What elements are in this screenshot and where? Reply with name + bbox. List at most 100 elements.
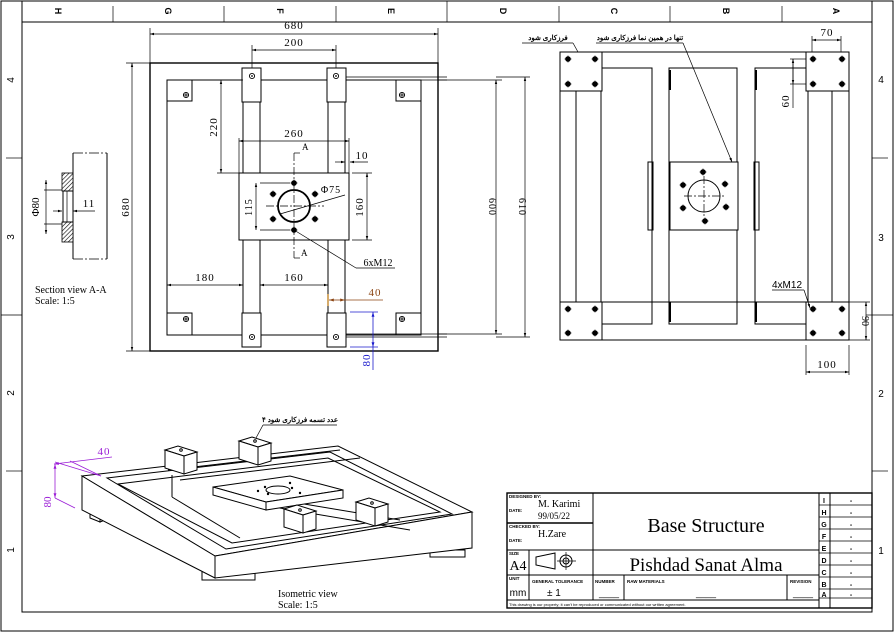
zone-label: G (163, 7, 173, 14)
tolerance-label: GENERAL TOLERANCE (532, 579, 583, 584)
dim-overall-height: 680 (120, 197, 132, 217)
rails (241, 67, 447, 348)
revision-table: I - H - G - F - E - D - C - B - A - (821, 498, 853, 599)
iso-dim-80: 80 (42, 496, 54, 508)
column-zone-ticks (112, 1, 783, 22)
revision-letter: H (821, 510, 826, 517)
front-dimension-labels: 680 200 680 220 260 10 Φ75 115 160 6xM12… (120, 20, 527, 367)
zone-label: 1 (6, 547, 17, 553)
revision-letter: A (821, 592, 826, 599)
dim-section-thickness: 11 (83, 198, 96, 210)
iso-view-scale: Scale: 1:5 (278, 600, 318, 611)
zone-label: H (53, 8, 63, 15)
zone-label: A (831, 8, 841, 15)
revision-value: - (850, 546, 853, 553)
row-zone-labels: 4 3 2 1 4 3 2 1 (6, 75, 884, 557)
company-name: Pishdad Sanat Alma (629, 555, 783, 576)
checked-date-label: DATE: (509, 538, 523, 543)
zone-label: 1 (878, 546, 884, 557)
checked-by-label: CHECKED BY: (509, 524, 540, 529)
revision-label: REVISION (790, 579, 812, 584)
corner-pads (166, 79, 422, 336)
top-center-plate (669, 161, 739, 231)
top-view: فرزکاری شود تنها در همین نما فرزکاری شود… (522, 27, 872, 375)
revision-letter: G (821, 522, 827, 529)
number-label: NUMBER (595, 579, 615, 584)
front-dimensions (126, 28, 530, 370)
revision-value: - (850, 558, 853, 565)
unit-value: mm (510, 588, 527, 599)
sheet-size: A4 (509, 559, 526, 574)
dim-rail-gap: 160 (284, 272, 304, 284)
top-corner-pads (559, 51, 850, 341)
dim-foot-width: 40 (369, 287, 382, 299)
revision-letter: D (821, 558, 826, 565)
dim-plate-width: 260 (284, 128, 304, 140)
design-date: 99/05/22 (538, 511, 570, 521)
zone-label: 3 (6, 234, 17, 240)
raw-materials-label: RAW MATERIALS (627, 579, 665, 584)
iso-view-title: Isometric view (278, 589, 338, 600)
zone-label: B (721, 8, 731, 15)
revision-value: - (850, 510, 853, 517)
zone-label: E (386, 8, 396, 14)
revision-letter: I (823, 498, 825, 505)
unit-label: UNIT (509, 576, 520, 581)
checked-by: H.Zare (538, 529, 567, 540)
revision-value: - (850, 534, 853, 541)
revision-value: - (850, 522, 853, 529)
note-weld: فرزکاری شود (528, 34, 567, 42)
section-marker-bottom: A (301, 248, 308, 258)
iso-blocks (163, 436, 390, 534)
zone-label: 4 (878, 75, 884, 86)
inner-frame (166, 79, 422, 336)
outer-frame (149, 62, 439, 352)
zone-label: 4 (6, 77, 17, 83)
zone-label: F (275, 8, 285, 14)
dim-inner-height: 600 (486, 198, 497, 216)
dim-bolt-span: 115 (244, 198, 255, 216)
dim-left-gap: 180 (195, 272, 215, 284)
section-view: Φ80 11 Section view A-A Scale: 1:5 (30, 152, 108, 307)
zone-label: 2 (6, 390, 17, 396)
bolt-callout-4xM12: 4xM12 (772, 280, 802, 291)
zone-label: C (609, 8, 619, 15)
revision-value: - (850, 582, 853, 589)
note-face-only: تنها در همین نما فرزکاری شود (597, 34, 684, 42)
revision-letter: B (821, 582, 826, 589)
row-zone-ticks (1, 157, 893, 472)
dim-pad-length: 100 (817, 359, 837, 371)
front-view: A A (120, 20, 530, 370)
size-label: SIZE (509, 551, 519, 556)
drawing-title: Base Structure (647, 515, 764, 537)
date-label: DATE: (509, 508, 523, 513)
dim-frame-height: 610 (516, 198, 527, 216)
dim-pad-width: 70 (821, 27, 834, 39)
dim-plate-height: 160 (354, 197, 366, 217)
projection-symbol-icon (535, 552, 576, 570)
center-plate (238, 152, 350, 259)
bolt-callout-6xM12: 6xM12 (364, 258, 393, 269)
dim-pad-height: 90 (859, 316, 870, 326)
dim-pad-offset: 60 (780, 95, 792, 108)
raw-materials-value: ____ (695, 588, 717, 598)
revision-letter: E (822, 546, 827, 553)
revision-value: - (850, 570, 853, 577)
revision-letter: C (821, 570, 826, 577)
dim-leg-spacing: 200 (284, 37, 304, 49)
dim-plate-offset: 220 (208, 117, 220, 137)
section-view-title: Section view A-A (35, 285, 107, 296)
number-value: ____ (598, 588, 620, 598)
iso-dim-40: 40 (98, 446, 111, 458)
revision-value: ____ (792, 588, 814, 598)
dim-plate-clearance: 10 (356, 150, 369, 162)
zone-label: 2 (878, 389, 884, 400)
title-block: DESIGNED BY: DATE: CHECKED BY: DATE: SIZ… (506, 492, 873, 609)
dim-foot-depth: 80 (361, 354, 373, 367)
designed-by: M. Karimi (538, 499, 580, 510)
revision-letter: F (822, 534, 827, 541)
dim-bore-diameter: Φ75 (321, 185, 341, 196)
column-zone-labels: H G F E D C B A (53, 7, 841, 14)
dim-overall-width: 680 (284, 20, 304, 32)
